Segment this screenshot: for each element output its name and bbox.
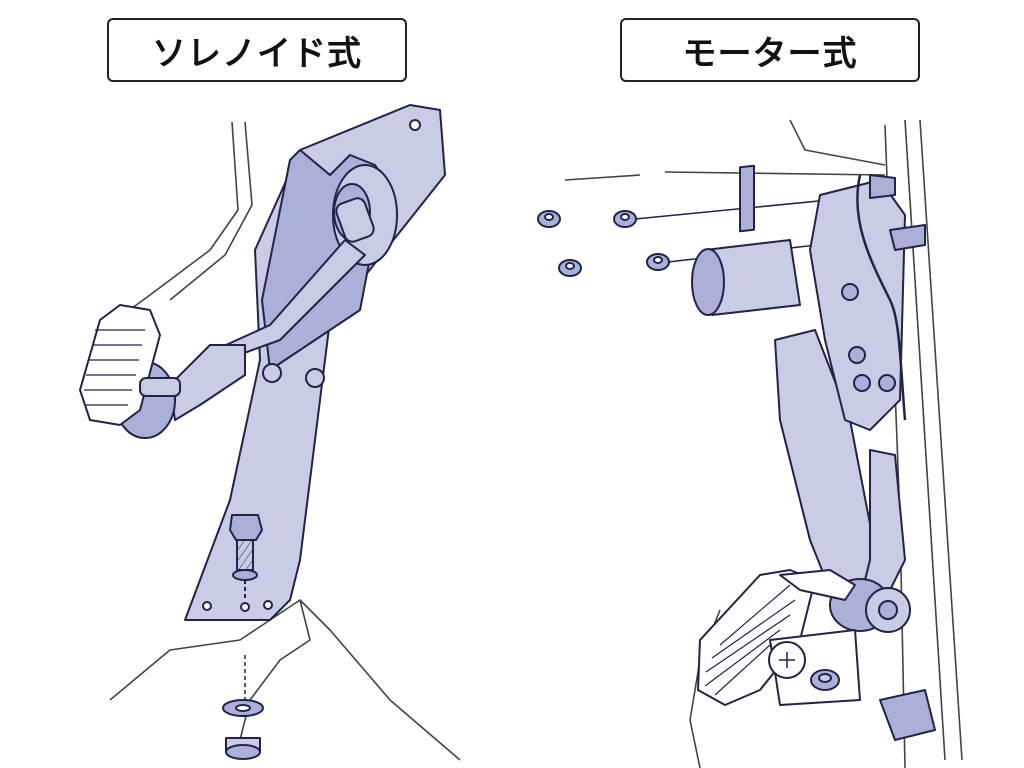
pedal-stop-cross — [779, 652, 795, 668]
loose-nut-1 — [537, 210, 561, 228]
pedal-lever — [169, 344, 246, 421]
plate-bolt-1 — [841, 283, 859, 301]
washer-hole — [235, 704, 251, 712]
loose-nut-4 — [646, 253, 670, 271]
floor-bracket — [879, 689, 936, 741]
castle-nut — [225, 737, 261, 760]
bracket-bottom-hole-3 — [263, 600, 273, 610]
bracket-bolt-1 — [262, 363, 282, 383]
plate-bolt-2 — [848, 346, 866, 364]
motor-cable — [856, 174, 907, 421]
motor-side-tab — [889, 224, 926, 251]
pedal-stop-nut — [810, 669, 840, 691]
motor-top-tab — [869, 174, 896, 199]
solenoid-body — [332, 164, 398, 266]
bracket-top-hole — [409, 119, 421, 131]
bracket-bottom-hole-2 — [240, 602, 250, 612]
pedal-shaft — [139, 377, 181, 397]
motor-type-label: モーター式 — [620, 18, 920, 82]
solenoid-type-label: ソレノイド式 — [107, 18, 407, 82]
motor-assembly — [537, 119, 963, 768]
motor-body — [691, 164, 801, 316]
bracket-bolt-2 — [305, 368, 325, 388]
bracket-bottom-hole-1 — [202, 601, 212, 611]
solenoid-assembly — [79, 104, 461, 761]
plate-bolt-4 — [878, 374, 896, 392]
mounting-bolt — [229, 514, 263, 600]
solenoid-pedal-pad — [79, 304, 176, 439]
plate-bolt-3 — [853, 374, 871, 392]
loose-nut-3 — [558, 259, 582, 277]
loose-nut-2 — [613, 210, 637, 228]
